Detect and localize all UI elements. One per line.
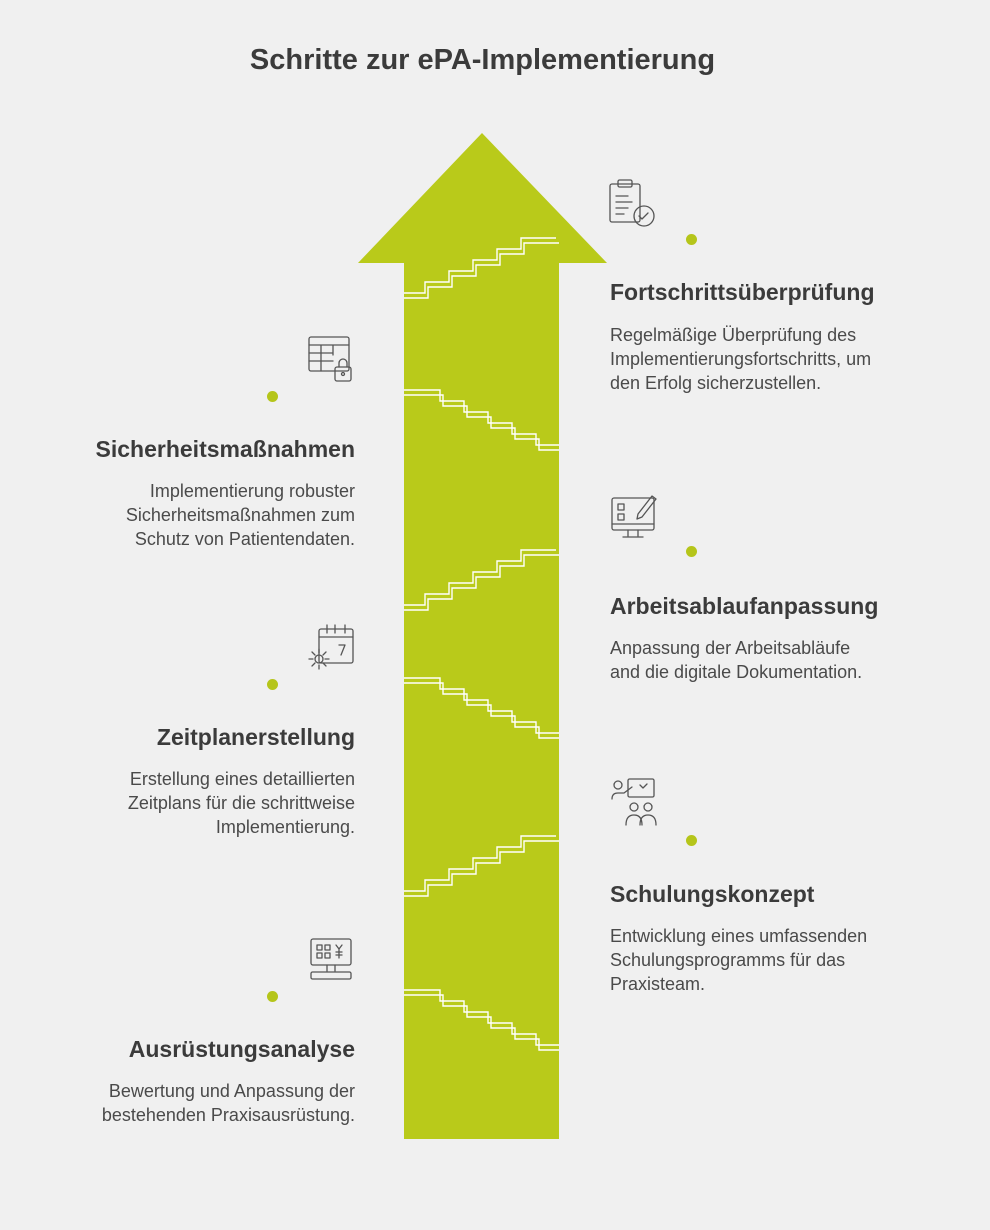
stair-line xyxy=(404,549,556,606)
step-description: Bewertung und Anpassung der bestehenden … xyxy=(101,1081,355,1125)
step-title: Schulungskonzept xyxy=(610,881,815,907)
training-presentation-icon xyxy=(610,777,662,829)
step-description: Anpassung der Arbeitsabläufe and die dig… xyxy=(610,638,863,682)
step-ausruestungsanalyse: Ausrüstungsanalyse Bewertung und Anpassu… xyxy=(60,935,355,1135)
step-title: Fortschrittsüberprüfung xyxy=(610,279,875,305)
clipboard-check-icon xyxy=(606,178,658,230)
step-zeitplanerstellung: Zeitplanerstellung Erstellung eines deta… xyxy=(60,623,355,853)
stair-line xyxy=(404,840,559,897)
step-description: Regelmäßige Überprüfung des Implementier… xyxy=(610,325,872,393)
step-dot xyxy=(686,234,697,245)
step-dot xyxy=(267,991,278,1002)
step-dot xyxy=(686,835,697,846)
stair-lines xyxy=(404,237,559,1051)
step-description: Implementierung robuster Sicherheitsmaßn… xyxy=(125,481,355,549)
stair-line xyxy=(404,554,559,611)
step-dot xyxy=(267,391,278,402)
step-title: Zeitplanerstellung xyxy=(156,724,355,750)
stair-line xyxy=(404,394,559,451)
stair-line xyxy=(404,682,559,739)
step-arbeitsablaufanpassung: Arbeitsablaufanpassung Anpassung der Arb… xyxy=(610,490,970,690)
computer-keyboard-icon xyxy=(305,935,357,987)
monitor-checklist-edit-icon xyxy=(610,490,662,542)
page-title: Schritte zur ePA-Implementierung xyxy=(249,44,716,76)
stair-line xyxy=(404,994,559,1051)
stair-line xyxy=(404,237,556,294)
step-dot xyxy=(267,679,278,690)
step-dot xyxy=(686,546,697,557)
step-fortschrittsueberpruefung: Fortschrittsüberprüfung Regelmäßige Über… xyxy=(609,178,970,408)
step-schulungskonzept: Schulungskonzept Entwicklung eines umfas… xyxy=(610,777,970,1017)
stair-line xyxy=(404,835,556,892)
step-title: Sicherheitsmaßnahmen xyxy=(95,436,355,462)
step-description: Erstellung eines detaillierten Zeitplans… xyxy=(127,769,355,837)
table-lock-icon xyxy=(305,335,357,387)
step-sicherheitsmassnahmen: Sicherheitsmaßnahmen Implementierung rob… xyxy=(40,335,355,565)
calendar-gear-icon xyxy=(305,623,357,675)
step-description: Entwicklung eines umfassenden Schulungsp… xyxy=(610,926,868,994)
arrow-body xyxy=(358,133,607,1139)
step-title: Arbeitsablaufanpassung xyxy=(610,593,879,619)
stair-line xyxy=(404,242,559,299)
step-title: Ausrüstungsanalyse xyxy=(128,1036,355,1062)
